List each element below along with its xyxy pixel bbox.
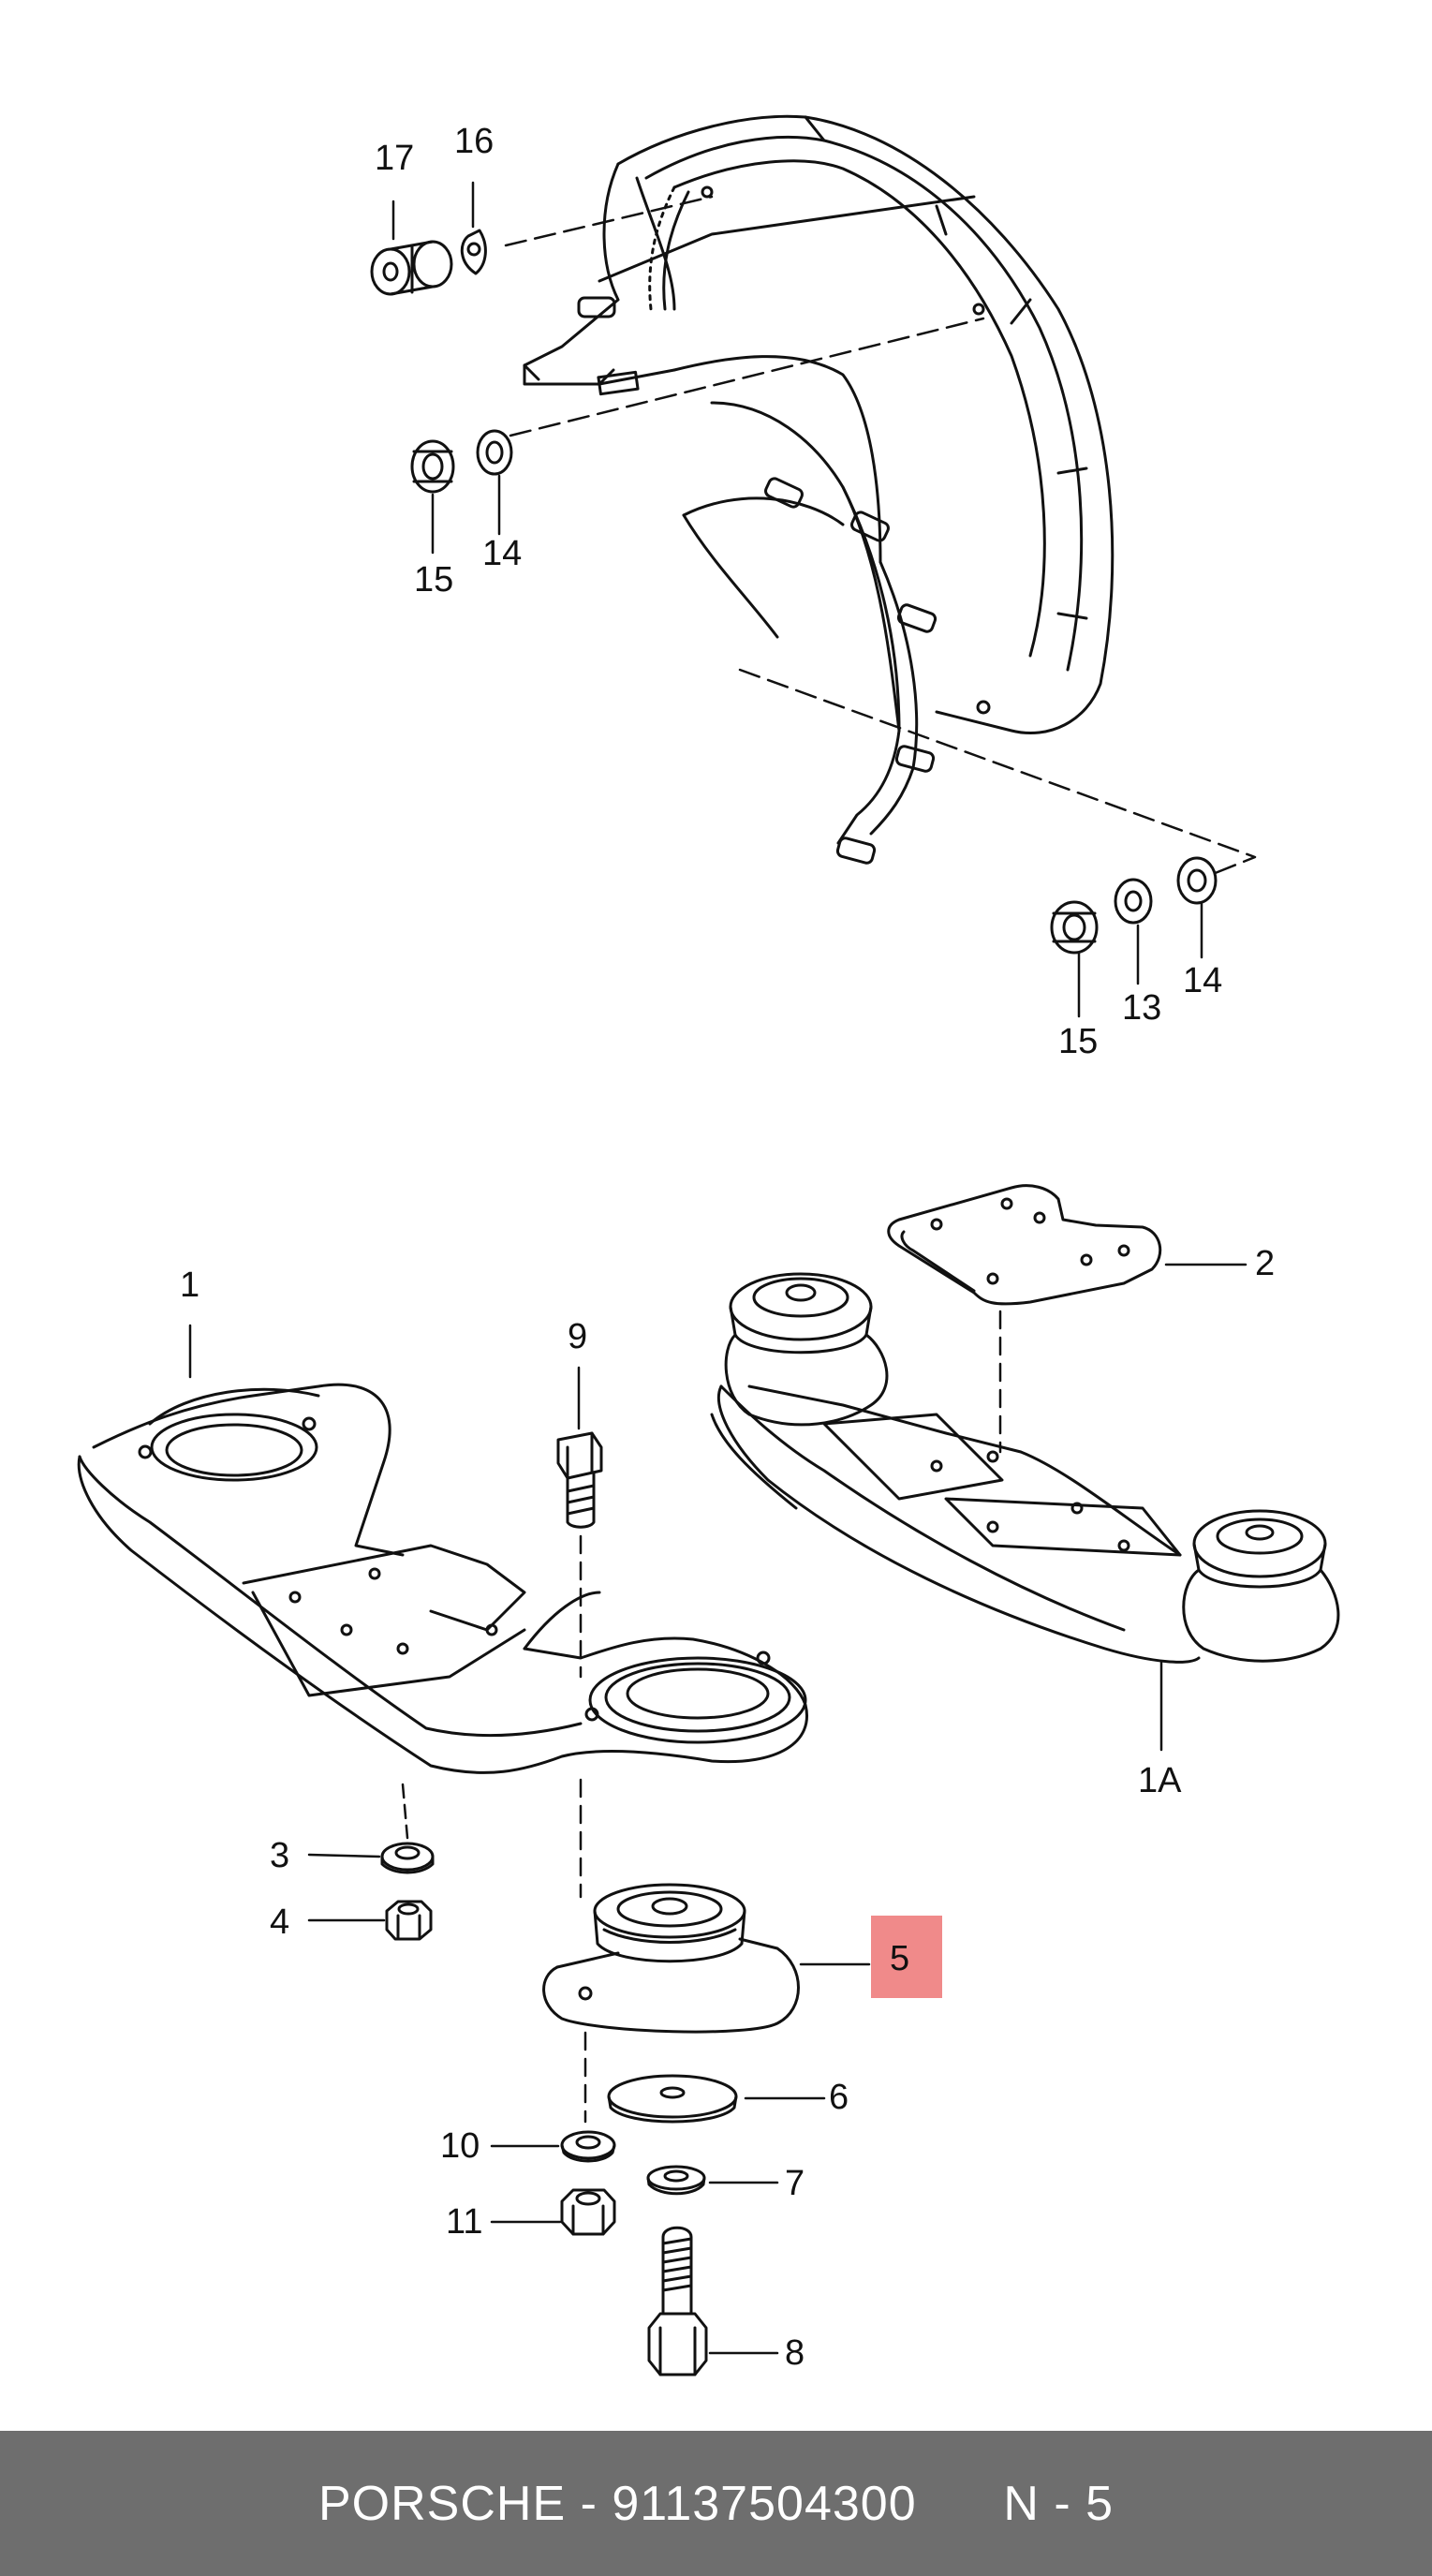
footer-separator: - [566,2476,613,2531]
callout-10: 10 [440,2126,480,2166]
bushing-17-icon [370,240,453,296]
highlight-box [871,1916,942,1998]
footer-brand: PORSCHE [317,2476,567,2531]
callout-3: 3 [270,1836,290,1875]
crossmember-1 [77,1383,808,1774]
transmission-housing [523,114,1115,865]
callout-17: 17 [375,139,415,178]
callout-14-top: 14 [482,534,523,573]
callout-6: 6 [829,2078,849,2117]
footer-gap [917,2476,1004,2532]
footer-bar: PORSCHE - 91137504300 N - 5 [0,2431,1432,2576]
callout-4: 4 [270,1902,290,1942]
callout-9: 9 [568,1317,588,1356]
callout-1a: 1A [1138,1761,1182,1800]
washer-3-icon [380,1842,435,1874]
callout-1: 1 [180,1266,200,1305]
nut-15b-icon [1050,900,1099,955]
clip-16-icon [460,229,487,275]
footer-ref: N - 5 [1003,2476,1114,2531]
callout-8: 8 [785,2333,805,2373]
crossmember-1a [710,1384,1201,1664]
washer-13-icon [1114,878,1153,925]
parts-diagram [77,114,1340,2376]
stud-bolt-8-icon [647,2226,708,2376]
callout-15-top: 15 [414,560,454,600]
rubber-washer-6-icon [607,2074,738,2124]
nut-15a-icon [410,439,455,494]
callout-2: 2 [1255,1244,1276,1283]
washer-7-icon [646,2165,706,2196]
footer-part-number: 91137504300 [612,2476,917,2531]
washer-14b-icon [1176,856,1218,905]
engine-mount-5-icon [542,1883,800,2034]
stud-icon [577,296,937,865]
callout-13: 13 [1122,988,1162,1028]
callout-15-right: 15 [1058,1022,1099,1061]
washer-14a-icon [476,429,513,476]
nut-11-icon [560,2188,616,2236]
callout-5: 5 [890,1939,910,1978]
callout-11: 11 [446,2202,483,2242]
washer-10-icon [560,2130,616,2163]
rubber-mount-left-icon [724,1272,889,1427]
rubber-mount-right-icon [1182,1509,1340,1663]
bolt-9-icon [556,1431,603,1529]
callout-7: 7 [785,2164,805,2203]
nut-4-icon [385,1900,433,1941]
callout-16: 16 [454,122,495,161]
callout-14-right: 14 [1183,961,1223,1000]
plate-2 [887,1184,1162,1306]
